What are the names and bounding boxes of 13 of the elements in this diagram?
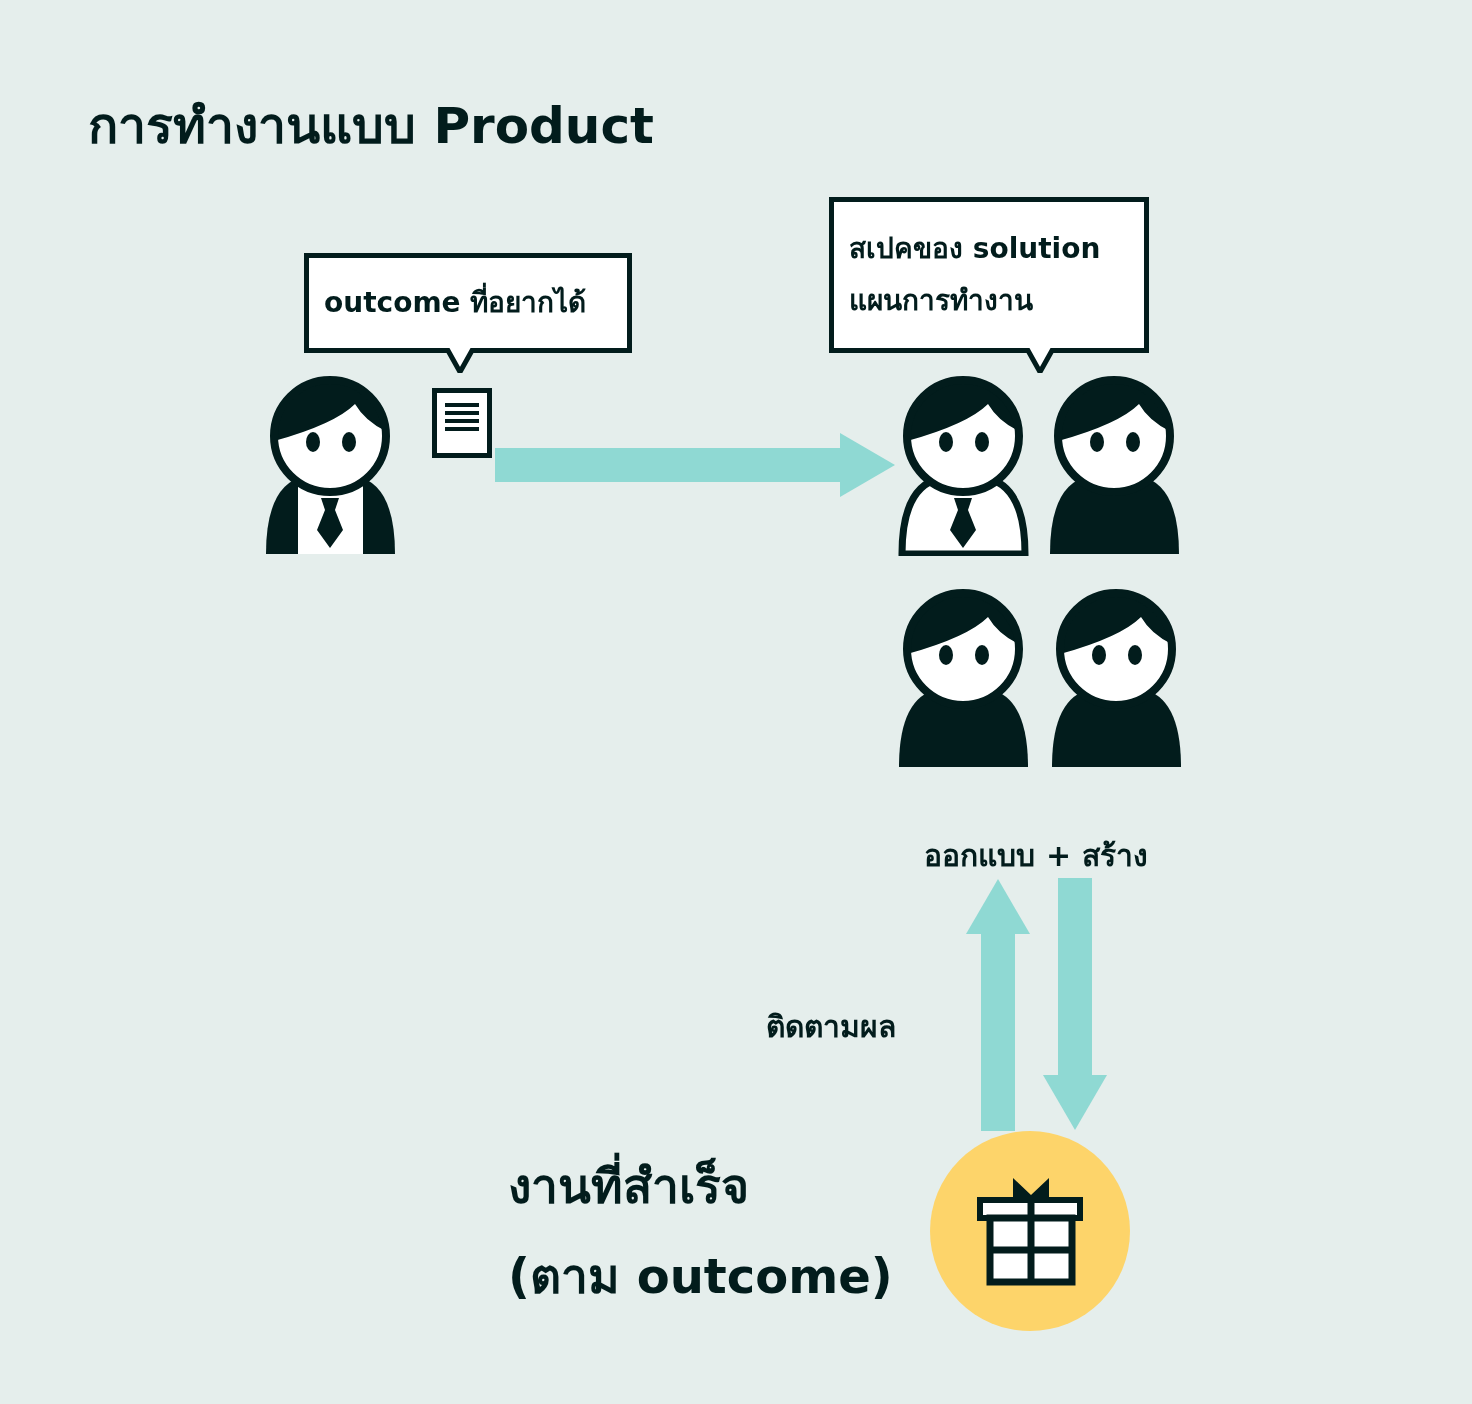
title: การทำงานแบบ Product	[88, 96, 654, 157]
speech-bubble	[829, 197, 1149, 373]
step-label: ออกแบบ + สร้าง	[923, 837, 1149, 875]
block-arrow	[966, 879, 1030, 1131]
bubble-text: สเปคของ solution	[849, 231, 1101, 267]
block-arrow	[1043, 878, 1107, 1130]
block-arrow	[495, 433, 895, 497]
bubble-text: outcome ที่อยากได้	[324, 283, 587, 323]
result-text: งานที่สำเร็จ	[508, 1153, 749, 1219]
result-text: (ตาม outcome)	[508, 1247, 893, 1306]
edge-label: ติดตามผล	[766, 1007, 896, 1046]
speech-bubble	[304, 253, 632, 373]
bubble-text: แผนการทำงาน	[849, 283, 1033, 319]
